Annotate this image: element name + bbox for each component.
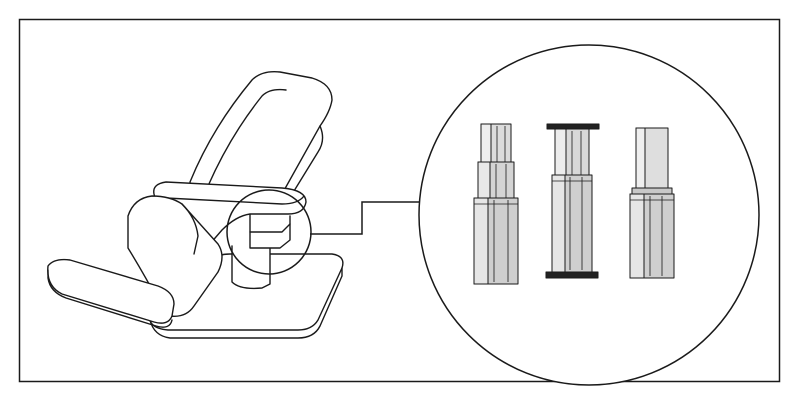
detail-marker-circle [226, 189, 312, 275]
examination-chair [47, 70, 344, 339]
chair-column [231, 207, 291, 290]
callout-leader-line [310, 201, 420, 235]
chair-footrest [47, 258, 175, 328]
column-with-block-top [629, 127, 675, 279]
telescopic-column-three-stage [473, 123, 519, 285]
column-with-top-and-base-plate [545, 123, 600, 279]
